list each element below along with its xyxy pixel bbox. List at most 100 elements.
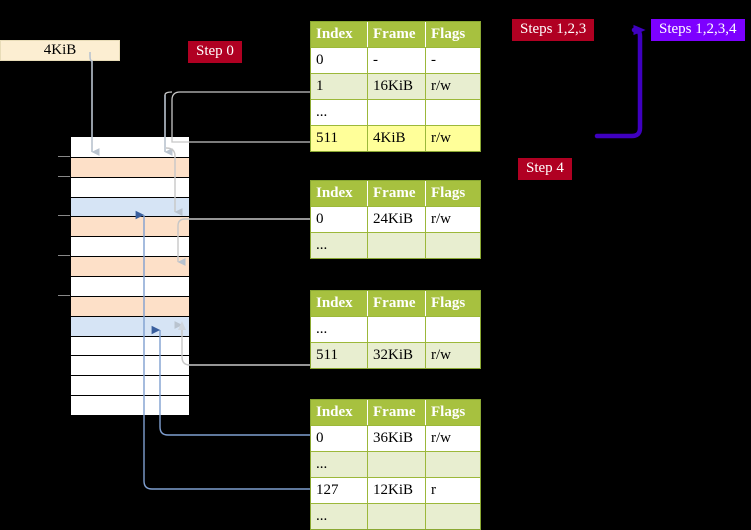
- steps-1234-label: Steps 1,2,3,4: [659, 21, 737, 37]
- table-cell: [426, 317, 480, 342]
- steps-123-badge: Steps 1,2,3: [512, 19, 595, 41]
- memory-frame-row[interactable]: [71, 216, 189, 237]
- table-cell: r/w: [431, 78, 451, 94]
- table-header-cell: Flags: [431, 404, 466, 420]
- steps-123-label: Steps 1,2,3: [520, 21, 587, 37]
- table-row[interactable]: ...: [311, 232, 480, 258]
- table-cell: 511: [311, 126, 368, 151]
- table-row[interactable]: ...: [311, 316, 480, 342]
- table-header-cell: Frame: [368, 400, 426, 425]
- table-cell: 127: [311, 478, 368, 503]
- step-4-badge: Step 4: [518, 158, 572, 180]
- memory-frame-row[interactable]: [71, 355, 189, 376]
- memory-frame-row[interactable]: [71, 276, 189, 296]
- table-header-cell: Index: [311, 181, 368, 206]
- table-cell: 32KiB: [368, 343, 426, 368]
- table-header-cell: Frame: [368, 181, 426, 206]
- table-header-cell: Frame: [368, 22, 426, 47]
- step-0-badge: Step 0: [188, 41, 242, 63]
- memory-tick-mark: [58, 175, 70, 177]
- table-row[interactable]: ...: [311, 99, 480, 125]
- memory-tick-mark: [58, 255, 70, 257]
- table-cell: 24KiB: [368, 207, 426, 232]
- memory-frame-row[interactable]: [71, 315, 189, 336]
- physical-memory-column: [70, 136, 190, 415]
- table-cell: [426, 233, 480, 258]
- memory-frame-row[interactable]: [71, 256, 189, 276]
- memory-frame-row[interactable]: [71, 375, 189, 396]
- step-4-label: Step 4: [526, 160, 564, 176]
- table-header-cell: Index: [311, 400, 368, 425]
- table-cell: ...: [311, 504, 368, 529]
- size-label-text: 4KiB: [43, 42, 77, 58]
- table-cell: ...: [311, 100, 368, 125]
- connector-table1-arrow: [164, 91, 173, 96]
- table-cell: -: [368, 48, 426, 73]
- table-cell: ...: [311, 452, 368, 477]
- table-cell: [368, 233, 426, 258]
- table-cell: [368, 504, 426, 529]
- memory-frame-row[interactable]: [71, 156, 189, 177]
- table-cell: [368, 317, 426, 342]
- memory-frame-row[interactable]: [71, 196, 189, 217]
- table-header-cell: Index: [311, 291, 368, 316]
- table-cell: ...: [311, 233, 368, 258]
- table-cell: r/w: [426, 126, 480, 151]
- table-cell: ...: [311, 317, 368, 342]
- table-row[interactable]: ...: [311, 451, 480, 477]
- table-cell: 12KiB: [368, 478, 426, 503]
- table-cell: [426, 504, 480, 529]
- table-cell: -: [431, 52, 436, 68]
- connector-table3-to-memory: [174, 321, 310, 366]
- table-cell: 1: [311, 74, 368, 99]
- table-header-cell: Flags: [431, 185, 466, 201]
- steps-1234-badge: Steps 1,2,3,4: [651, 19, 745, 41]
- table-cell: [368, 100, 426, 125]
- table-header-cell: Flags: [431, 295, 466, 311]
- table-cell: [426, 452, 480, 477]
- table-cell: 0: [311, 207, 368, 232]
- memory-frame-row[interactable]: [71, 236, 189, 257]
- table-header-cell: Flags: [431, 26, 466, 42]
- table-cell: 36KiB: [368, 426, 426, 451]
- table-cell: 4KiB: [368, 126, 426, 151]
- memory-frame-row[interactable]: [71, 335, 189, 356]
- table-row[interactable]: ...: [311, 503, 480, 529]
- table-cell: 0: [311, 48, 368, 73]
- memory-frame-row[interactable]: [71, 395, 189, 415]
- table-cell: r/w: [431, 347, 451, 363]
- memory-frame-row[interactable]: [71, 295, 189, 316]
- table-cell: 511: [311, 343, 368, 368]
- memory-tick-mark: [58, 215, 70, 217]
- memory-tick-mark: [58, 155, 70, 157]
- table-cell: 0: [311, 426, 368, 451]
- table-cell: r: [431, 482, 436, 498]
- table-row[interactable]: 0--: [311, 47, 480, 73]
- memory-frame-row[interactable]: [71, 137, 189, 157]
- size-label-box: 4KiB: [0, 40, 120, 61]
- table-cell: 16KiB: [368, 74, 426, 99]
- step-0-label: Step 0: [196, 43, 234, 59]
- table-header-cell: Frame: [368, 291, 426, 316]
- table-cell: [368, 452, 426, 477]
- memory-tick-mark: [58, 294, 70, 296]
- table-cell: r/w: [431, 211, 451, 227]
- memory-frame-row[interactable]: [71, 176, 189, 197]
- table-header-cell: Index: [311, 22, 368, 47]
- table-cell: r/w: [431, 430, 451, 446]
